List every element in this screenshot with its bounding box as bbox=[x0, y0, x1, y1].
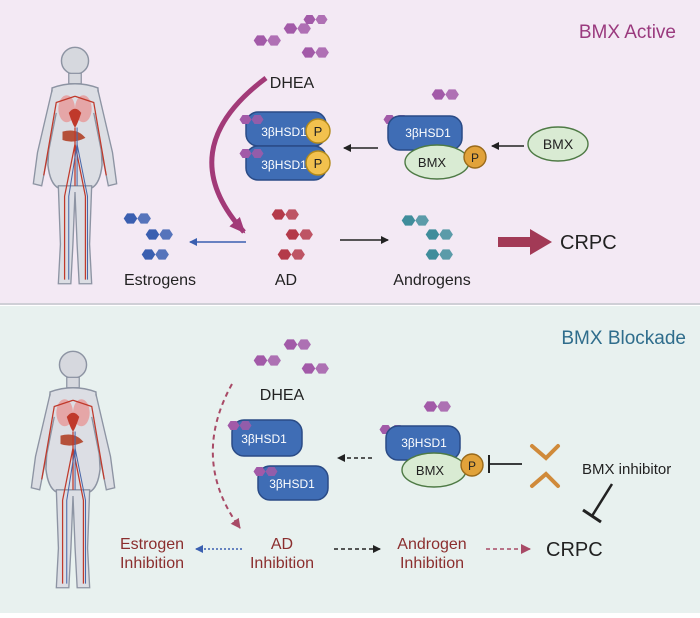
crpc-label: CRPC bbox=[546, 539, 603, 561]
phosphate-label: P bbox=[314, 156, 323, 171]
dhea-to-ad-dashed-arrow bbox=[211, 383, 241, 529]
phosphate-label: P bbox=[471, 151, 479, 165]
hsd1-label: 3βHSD1 bbox=[401, 436, 447, 450]
dhea-to-ad-arrow bbox=[209, 76, 268, 234]
bmx-free-kinase bbox=[527, 126, 589, 162]
androgen-inhibition-line2: Inhibition bbox=[400, 555, 464, 572]
top-panel-title: BMX Active bbox=[579, 22, 676, 43]
phosphate-circle bbox=[305, 118, 331, 144]
hsd1-label: 3βHSD1 bbox=[261, 158, 307, 172]
crpc-label: CRPC bbox=[560, 232, 617, 254]
hsd1-inactive: 3βHSD1 3βHSD1 bbox=[227, 419, 329, 501]
bmx-label: BMX bbox=[418, 155, 447, 170]
phosphate-label: P bbox=[468, 459, 476, 473]
dhea-label: DHEA bbox=[260, 387, 305, 404]
ad-inhibition-line2: Inhibition bbox=[250, 555, 314, 572]
inhibitor-to-crpc-line bbox=[590, 483, 614, 517]
androgen-inhibition-line1: Androgen bbox=[397, 536, 466, 553]
inhibitor-label: BMX inhibitor bbox=[582, 461, 671, 478]
phosphate-circle bbox=[463, 145, 487, 169]
hsd1-label: 3βHSD1 bbox=[405, 126, 451, 140]
bottom-panel-background bbox=[0, 306, 700, 613]
estrogens-label: Estrogens bbox=[124, 272, 196, 289]
estrogen-inhibition-line2: Inhibition bbox=[120, 555, 184, 572]
dhea-label: DHEA bbox=[270, 75, 315, 92]
inhibitor-drug-icon bbox=[530, 444, 560, 488]
phosphate-label: P bbox=[314, 124, 323, 139]
bottom-panel-title: BMX Blockade bbox=[561, 328, 686, 349]
hsd1-label: 3βHSD1 bbox=[261, 125, 307, 139]
bmx-free-label: BMX bbox=[543, 136, 574, 152]
estrogen-inhibition-line1: Estrogen bbox=[120, 536, 184, 553]
inhibitor-to-crpc-bar bbox=[582, 508, 602, 524]
bmx-hsd1-complex: 3βHSD1 BMX P bbox=[379, 401, 484, 488]
crpc-arrow bbox=[498, 229, 552, 255]
ad-label: AD bbox=[275, 272, 297, 289]
hsd1-enzyme bbox=[231, 419, 303, 457]
hsd1-label: 3βHSD1 bbox=[269, 477, 315, 491]
androgens-label: Androgens bbox=[393, 272, 470, 289]
hsd1-label: 3βHSD1 bbox=[241, 432, 287, 446]
hsd1-dimer: 3βHSD1 3βHSD1 P P bbox=[239, 111, 331, 181]
bmx-hsd1-complex: 3βHSD1 BMX P bbox=[383, 89, 487, 180]
ad-inhibition-line1: AD bbox=[271, 536, 293, 553]
hsd1-enzyme bbox=[257, 465, 329, 501]
phosphate-circle bbox=[305, 150, 331, 176]
phosphate-circle bbox=[460, 453, 484, 477]
bmx-label: BMX bbox=[416, 463, 445, 478]
